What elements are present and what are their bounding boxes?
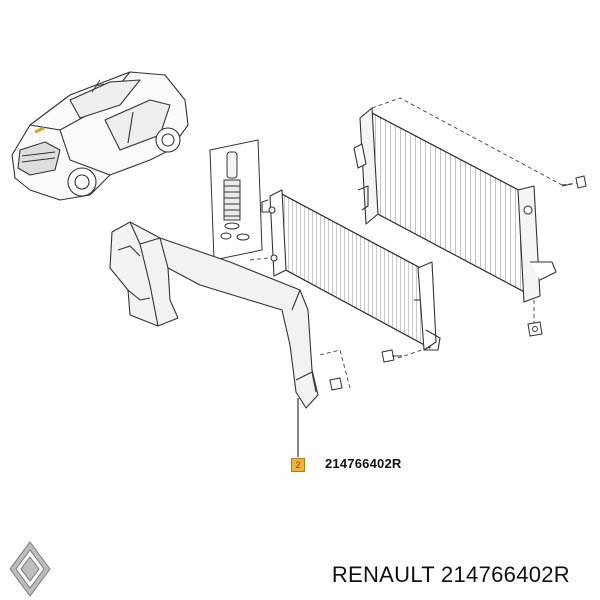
bolt-radiator-top	[561, 175, 587, 189]
bolt-radiator-bottom	[527, 321, 543, 337]
part-number-label: 214766402R	[325, 456, 402, 471]
renault-diamond-logo	[9, 541, 51, 597]
vehicle-thumbnail	[11, 71, 189, 201]
radiator	[353, 107, 557, 303]
air-deflector	[109, 221, 319, 409]
bolts	[329, 175, 587, 391]
bolt-deflector	[329, 377, 343, 391]
spring-clip-kit	[209, 139, 263, 261]
bolt-condenser-bottom	[381, 349, 402, 363]
callout-marker: 2	[291, 458, 305, 472]
footer-caption: RENAULT 214766402R	[331, 562, 570, 587]
ac-condenser	[261, 189, 441, 351]
